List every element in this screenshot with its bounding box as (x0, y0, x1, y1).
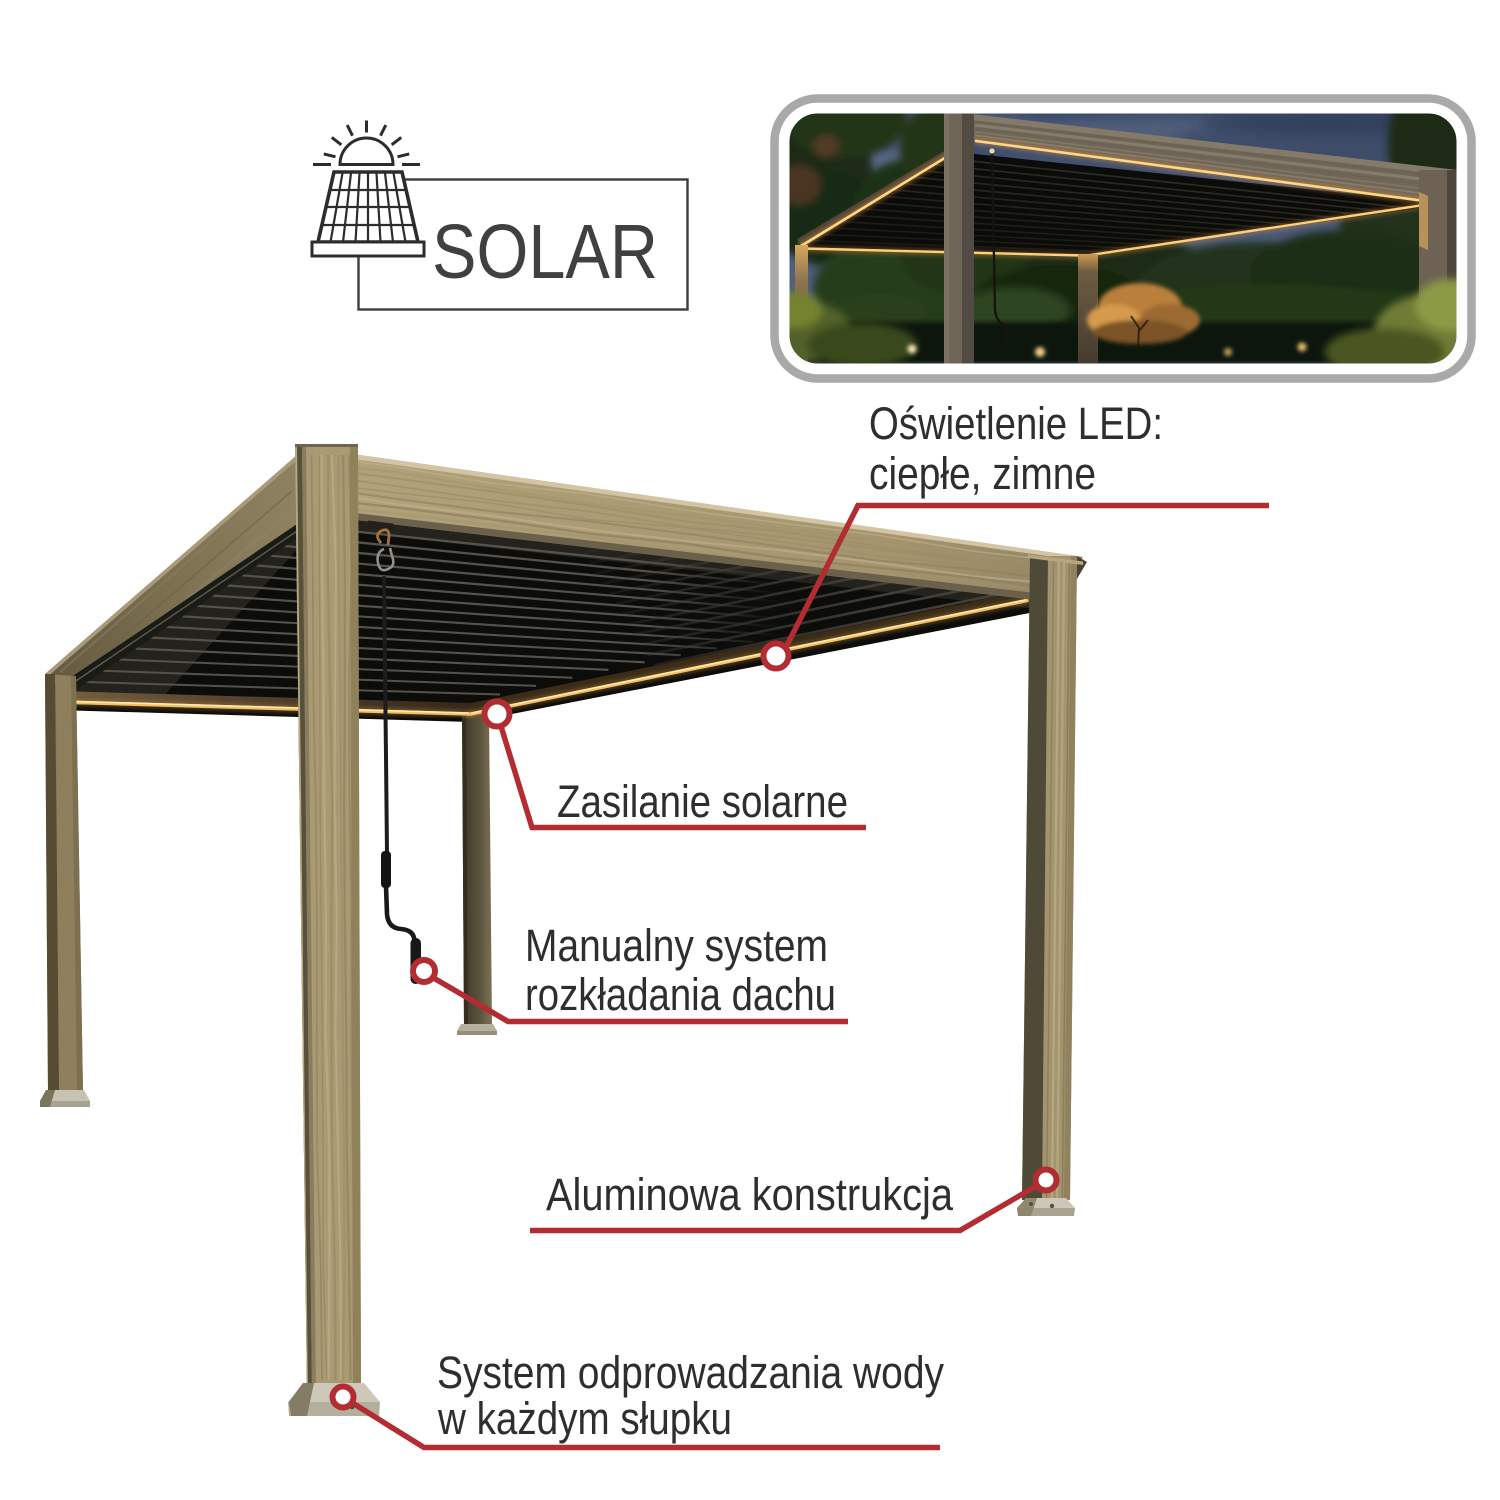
svg-text:SOLAR: SOLAR (432, 209, 658, 295)
svg-text:System odprowadzania wody: System odprowadzania wody (437, 1347, 944, 1398)
svg-text:Oświetlenie LED:: Oświetlenie LED: (869, 398, 1163, 449)
svg-text:rozkładania dachu: rozkładania dachu (525, 969, 836, 1020)
svg-text:Zasilanie solarne: Zasilanie solarne (557, 776, 848, 827)
svg-text:Manualny system: Manualny system (525, 920, 828, 971)
svg-text:w każdym słupku: w każdym słupku (437, 1393, 732, 1444)
svg-text:Aluminowa konstrukcja: Aluminowa konstrukcja (546, 1169, 954, 1220)
svg-text:ciepłe, zimne: ciepłe, zimne (869, 448, 1096, 499)
